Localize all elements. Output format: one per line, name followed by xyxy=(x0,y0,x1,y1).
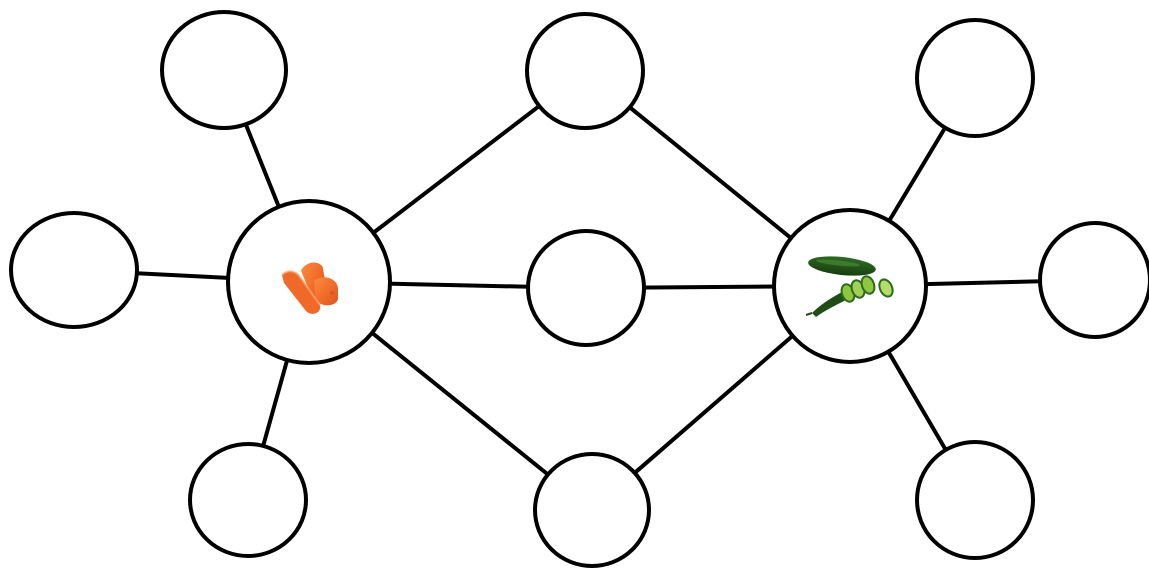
cucumber-node[interactable] xyxy=(772,208,928,364)
right-difference-bubble-top[interactable] xyxy=(915,18,1035,138)
left-difference-bubble-bottom[interactable] xyxy=(188,442,308,558)
right-difference-bubble-bottom[interactable] xyxy=(915,440,1035,560)
similarity-bubble-top[interactable] xyxy=(525,12,645,130)
similarity-bubble-middle[interactable] xyxy=(526,229,646,347)
right-difference-bubble-middle[interactable] xyxy=(1038,221,1149,339)
left-difference-bubble-top[interactable] xyxy=(160,10,288,130)
cucumber-icon xyxy=(805,256,894,317)
left-difference-bubble-middle[interactable] xyxy=(9,211,139,329)
similarity-bubble-bottom[interactable] xyxy=(533,452,651,568)
carrot-icon xyxy=(281,262,338,314)
carrot-node[interactable] xyxy=(226,199,392,365)
bubbles xyxy=(9,10,1149,568)
